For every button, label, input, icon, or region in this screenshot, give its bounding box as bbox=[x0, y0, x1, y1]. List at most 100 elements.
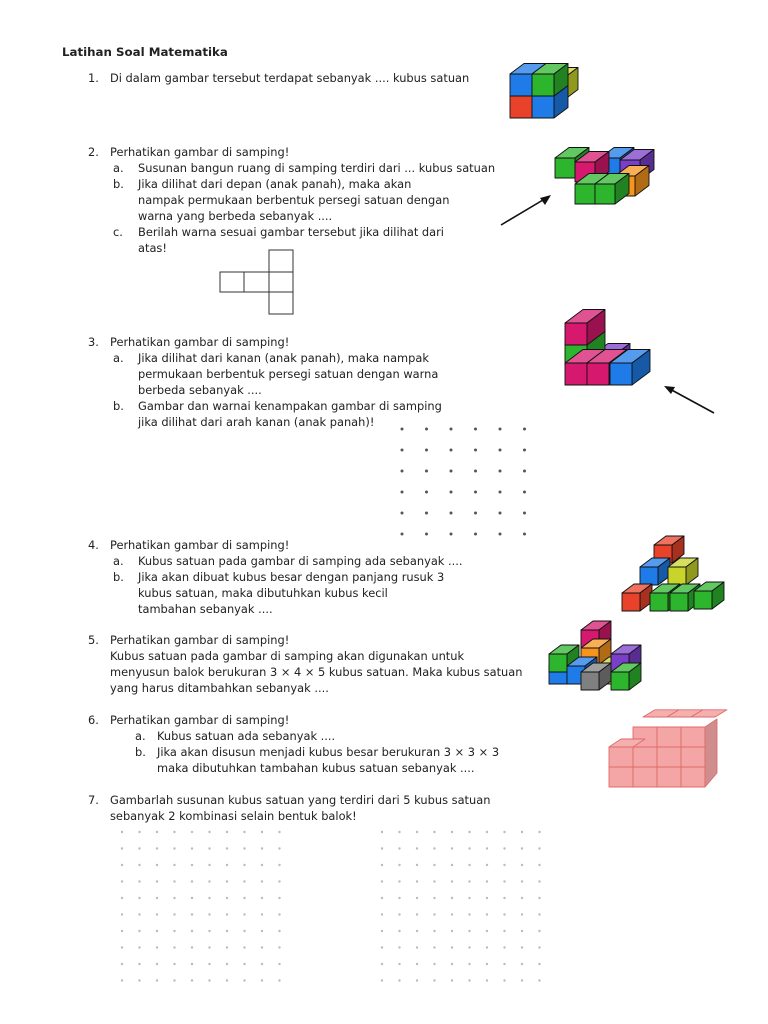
grid-dot bbox=[208, 979, 211, 982]
grid-dot bbox=[485, 880, 489, 883]
grid-dot bbox=[538, 946, 541, 949]
grid-dot bbox=[138, 847, 141, 850]
grid-dot bbox=[498, 469, 502, 473]
grid-dot bbox=[538, 979, 541, 982]
grid-dot bbox=[449, 448, 453, 452]
page-title: Latihan Soal Matematika bbox=[62, 45, 228, 59]
grid-dot bbox=[138, 830, 141, 834]
grid-dot bbox=[503, 913, 506, 916]
q6-cube-front bbox=[656, 726, 682, 748]
grid-dot bbox=[433, 913, 436, 916]
grid-dot bbox=[243, 863, 246, 867]
grid-dot bbox=[380, 979, 384, 982]
grid-dot bbox=[400, 469, 404, 473]
grid-dot bbox=[225, 830, 229, 834]
grid-dot bbox=[173, 830, 176, 834]
grid-dot bbox=[468, 913, 471, 916]
q6-cube-front bbox=[680, 766, 706, 788]
grid-dot bbox=[520, 830, 524, 834]
q3-a-line3: berbeda sebanyak .... bbox=[138, 383, 262, 397]
grid-dot bbox=[468, 929, 471, 933]
grid-dot bbox=[260, 979, 264, 982]
grid-dot bbox=[398, 830, 401, 834]
q2-c-mark: c. bbox=[113, 225, 123, 239]
grid-dot bbox=[425, 427, 428, 431]
grid-dot bbox=[190, 847, 194, 850]
grid-dot bbox=[498, 511, 502, 515]
grid-dot bbox=[523, 469, 526, 473]
grid-dot bbox=[120, 847, 124, 850]
q6-number: 6. bbox=[88, 713, 99, 727]
grid-dot bbox=[485, 847, 489, 850]
grid-dot bbox=[450, 979, 454, 982]
grid-dot bbox=[503, 946, 506, 949]
grid-dot bbox=[433, 929, 436, 933]
grid-dot bbox=[380, 863, 384, 867]
q2-c-line2: atas! bbox=[138, 241, 167, 255]
grid-dot bbox=[449, 511, 453, 515]
grid-dot bbox=[474, 532, 477, 536]
q2c-grid-figure bbox=[219, 249, 294, 315]
q5-line3: yang harus ditambahkan sebanyak .... bbox=[110, 681, 329, 695]
grid-dot bbox=[260, 880, 264, 883]
grid-dot bbox=[225, 979, 229, 982]
grid-dot bbox=[400, 532, 404, 536]
grid-dot bbox=[138, 880, 141, 883]
grid-dot bbox=[503, 880, 506, 883]
grid-dot bbox=[208, 962, 211, 966]
q4-cube-front bbox=[667, 566, 687, 586]
grid-dot bbox=[400, 427, 404, 431]
q2-b-mark: b. bbox=[113, 177, 124, 191]
grid-dot bbox=[520, 913, 524, 916]
grid-dot bbox=[415, 913, 419, 916]
q1-cube-front bbox=[531, 95, 555, 119]
grid-dot bbox=[190, 962, 194, 966]
grid-dot bbox=[425, 532, 428, 536]
grid-dot bbox=[398, 863, 401, 867]
grid-dot bbox=[503, 962, 506, 966]
grid-dot bbox=[498, 448, 502, 452]
grid-dot bbox=[433, 880, 436, 883]
grid-dot bbox=[503, 847, 506, 850]
grid-dot bbox=[208, 896, 211, 900]
grid-dot bbox=[485, 913, 489, 916]
q4-cube-figure bbox=[621, 535, 725, 612]
grid-dot bbox=[155, 863, 159, 867]
q4-a-mark: a. bbox=[113, 554, 124, 568]
grid-dot bbox=[243, 962, 246, 966]
grid-dot bbox=[243, 913, 246, 916]
grid-dot bbox=[474, 427, 477, 431]
grid-dot bbox=[243, 847, 246, 850]
grid-dot bbox=[155, 896, 159, 900]
grid-dot bbox=[449, 469, 453, 473]
grid-dot bbox=[173, 946, 176, 949]
grid-dot bbox=[225, 847, 229, 850]
grid-dot bbox=[485, 929, 489, 933]
q2-arrow bbox=[500, 195, 551, 226]
q6-cube-front bbox=[680, 726, 706, 748]
q4-b-mark: b. bbox=[113, 570, 124, 584]
grid-dot bbox=[260, 847, 264, 850]
q7-line1: Gambarlah susunan kubus satuan yang terd… bbox=[110, 793, 491, 807]
grid-dot bbox=[433, 830, 436, 834]
grid-dot bbox=[498, 427, 502, 431]
grid-dot bbox=[278, 979, 281, 982]
grid-dot bbox=[208, 863, 211, 867]
grid-dot bbox=[225, 896, 229, 900]
grid-dot bbox=[278, 946, 281, 949]
grid-dot bbox=[190, 913, 194, 916]
grid-dot bbox=[485, 863, 489, 867]
grid-dot bbox=[498, 532, 502, 536]
grid-dot bbox=[225, 913, 229, 916]
q6-step-top bbox=[608, 738, 646, 748]
grid-dot bbox=[520, 929, 524, 933]
q3-number: 3. bbox=[88, 335, 99, 349]
q5-cube-front bbox=[548, 653, 568, 673]
grid-dot bbox=[503, 830, 506, 834]
grid-dot bbox=[468, 847, 471, 850]
grid-dot bbox=[120, 913, 124, 916]
grid-dot bbox=[260, 929, 264, 933]
q3-a-line1: Jika dilihat dari kanan (anak panah), ma… bbox=[138, 351, 429, 365]
grid-dot bbox=[449, 490, 453, 494]
grid-dot bbox=[380, 847, 384, 850]
